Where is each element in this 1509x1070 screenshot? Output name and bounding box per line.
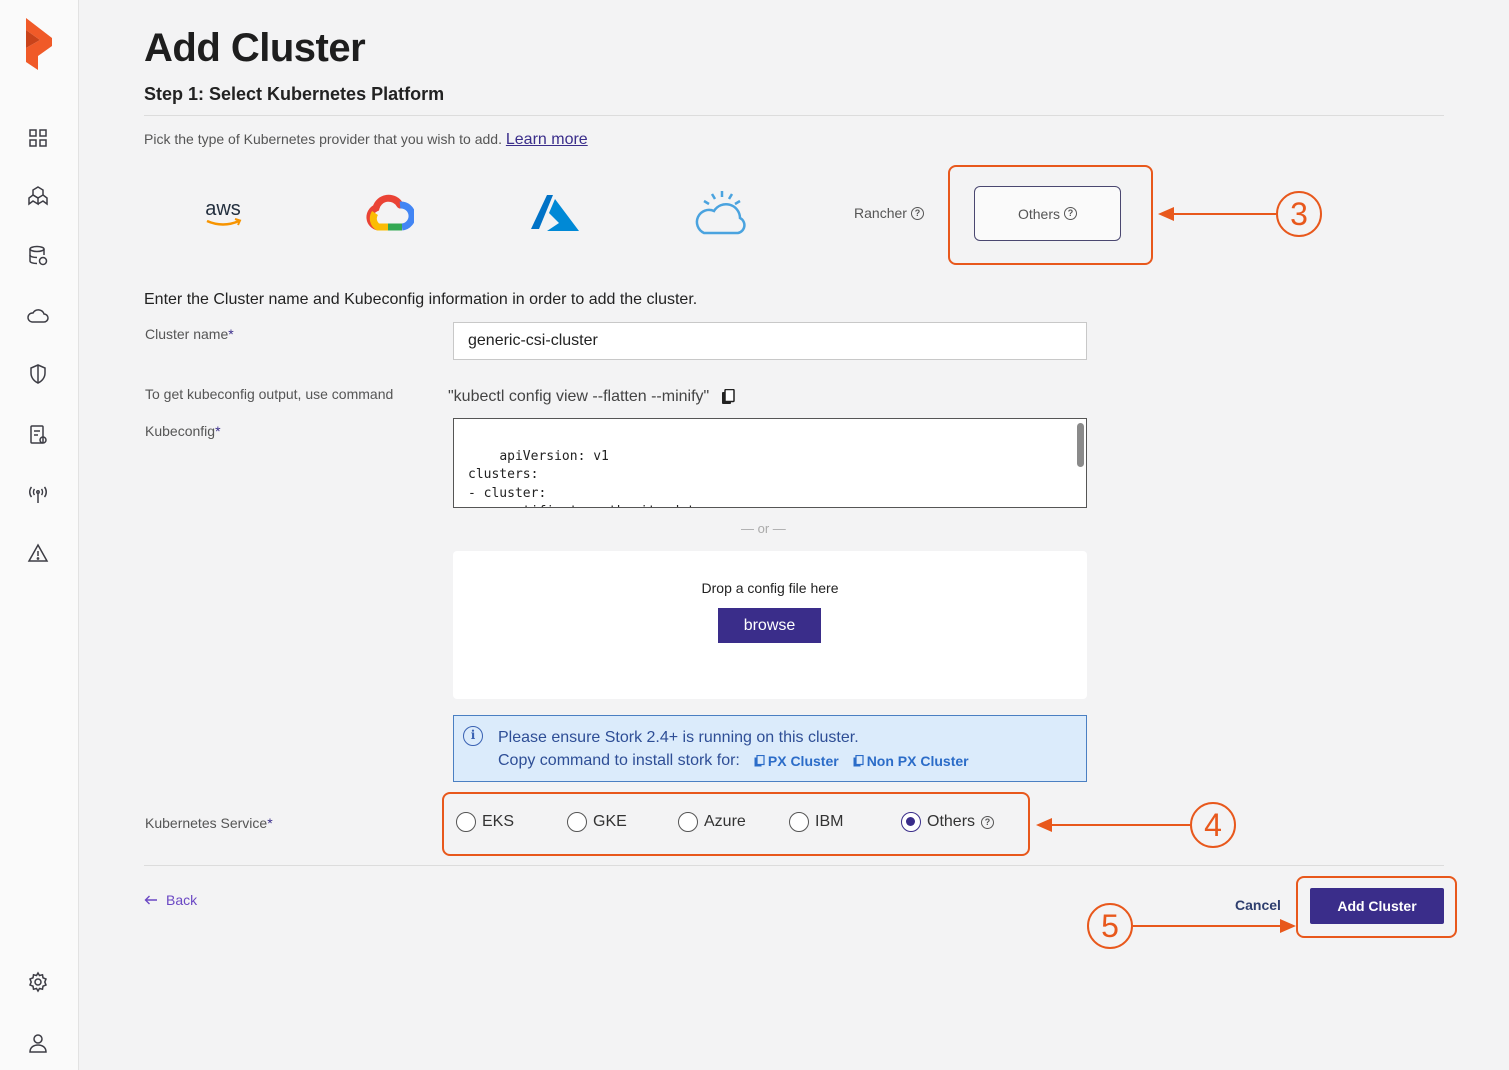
settings-icon[interactable]	[24, 968, 52, 996]
browse-button[interactable]: browse	[718, 608, 821, 643]
provider-google-cloud[interactable]	[354, 180, 424, 246]
google-cloud-icon	[366, 194, 414, 231]
stork-info-banner: i Please ensure Stork 2.4+ is running on…	[453, 715, 1087, 782]
service-option-azure[interactable]: Azure	[678, 812, 746, 832]
cluster-name-input[interactable]: generic-csi-cluster	[453, 322, 1087, 360]
user-icon[interactable]	[24, 1029, 52, 1057]
callout-arrow	[1172, 213, 1276, 215]
help-icon[interactable]: ?	[981, 815, 995, 829]
others-label: Others	[1017, 205, 1060, 222]
alert-icon[interactable]	[24, 539, 52, 567]
backups-icon[interactable]	[24, 242, 52, 270]
radio-label: GKE	[593, 813, 627, 830]
drop-text: Drop a config file here	[701, 580, 839, 596]
kubeconfig-command-text: "kubectl config view --flatten --minify"	[448, 388, 710, 405]
or-divider: — or —	[741, 521, 786, 536]
page-title: Add Cluster	[144, 26, 366, 70]
kubeconfig-textarea[interactable]: apiVersion: v1 clusters: - cluster: cert…	[453, 418, 1087, 508]
intro-text: Pick the type of Kubernetes provider tha…	[144, 131, 588, 149]
provider-ibm-cloud[interactable]	[687, 180, 757, 246]
ibm-cloud-icon	[695, 191, 746, 235]
help-icon[interactable]: ?	[910, 206, 924, 220]
radio-button[interactable]	[567, 812, 587, 832]
footer-divider	[144, 865, 1444, 866]
file-dropzone[interactable]: Drop a config file here browse	[453, 551, 1087, 699]
px-cluster-link[interactable]: PX Cluster	[754, 753, 839, 769]
radio-label: Azure	[704, 813, 746, 830]
callout-box-service	[442, 792, 1030, 856]
info-copy-line: Copy command to install stork for: PX Cl…	[498, 752, 969, 770]
callout-box-add-cluster	[1296, 876, 1457, 938]
radio-label: EKS	[482, 813, 515, 830]
callout-arrow	[1133, 925, 1283, 927]
provider-aws[interactable]: aws	[188, 180, 258, 246]
aws-logo-icon: aws	[205, 198, 242, 226]
kubernetes-service-label: Kubernetes Service*	[145, 815, 273, 831]
arrow-left-icon	[144, 895, 157, 905]
add-cluster-button[interactable]: Add Cluster	[1310, 888, 1444, 924]
reports-icon[interactable]	[24, 421, 52, 449]
info-icon: i	[463, 726, 483, 746]
service-option-others[interactable]: Others ?	[901, 812, 995, 832]
copy-icon	[754, 755, 765, 767]
provider-rancher[interactable]: Rancher ?	[844, 180, 934, 246]
radio-button[interactable]	[789, 812, 809, 832]
arrowhead-icon	[1036, 818, 1052, 832]
rancher-label: Rancher	[854, 205, 907, 221]
scrollbar[interactable]	[1077, 423, 1084, 467]
form-description: Enter the Cluster name and Kubeconfig in…	[144, 291, 698, 308]
kubeconfig-label: Kubeconfig*	[145, 423, 221, 439]
intro-label: Pick the type of Kubernetes provider tha…	[144, 131, 502, 147]
callout-arrow	[1050, 824, 1190, 826]
info-message: Please ensure Stork 2.4+ is running on t…	[498, 729, 859, 746]
cluster-name-label: Cluster name*	[145, 326, 234, 342]
callout-number: 4	[1190, 802, 1236, 848]
cloud-icon[interactable]	[24, 302, 52, 330]
callout-box-others	[948, 165, 1153, 265]
security-icon[interactable]	[24, 360, 52, 388]
step-title: Step 1: Select Kubernetes Platform	[144, 84, 445, 104]
back-link[interactable]: Back	[144, 892, 197, 908]
back-label: Back	[166, 892, 198, 908]
provider-others[interactable]: Others ?	[974, 186, 1121, 241]
aws-logo-text: aws	[205, 198, 241, 220]
callout-number: 5	[1087, 903, 1133, 949]
service-option-eks[interactable]: EKS	[456, 812, 514, 832]
help-icon[interactable]: ?	[1064, 207, 1077, 220]
info-copy-label: Copy command to install stork for:	[498, 752, 740, 769]
radio-label: IBM	[815, 813, 844, 830]
radio-button[interactable]	[678, 812, 698, 832]
arrowhead-icon	[1280, 919, 1296, 933]
learn-more-link[interactable]: Learn more	[505, 131, 588, 148]
kubeconfig-value: apiVersion: v1 clusters: - cluster: cert…	[468, 448, 711, 508]
azure-icon	[531, 195, 579, 231]
signal-icon[interactable]	[24, 480, 52, 508]
portworx-logo-icon[interactable]	[22, 18, 54, 70]
divider	[144, 115, 1444, 116]
radio-button-selected[interactable]	[901, 812, 921, 832]
kubeconfig-hint-label: To get kubeconfig output, use command	[145, 386, 394, 402]
dashboard-icon[interactable]	[24, 124, 52, 152]
non-px-cluster-link[interactable]: Non PX Cluster	[853, 753, 969, 769]
copy-icon	[853, 755, 864, 767]
arrowhead-icon	[1158, 207, 1174, 221]
sidebar	[0, 0, 79, 1070]
kubeconfig-command: "kubectl config view --flatten --minify"	[448, 388, 735, 406]
copy-icon[interactable]	[721, 389, 735, 405]
applications-icon[interactable]	[24, 182, 52, 210]
service-option-ibm[interactable]: IBM	[789, 812, 843, 832]
provider-azure[interactable]	[520, 180, 590, 246]
radio-button[interactable]	[456, 812, 476, 832]
radio-label: Others	[927, 813, 976, 830]
cancel-button[interactable]: Cancel	[1235, 897, 1281, 913]
callout-number: 3	[1276, 191, 1322, 237]
service-option-gke[interactable]: GKE	[567, 812, 627, 832]
